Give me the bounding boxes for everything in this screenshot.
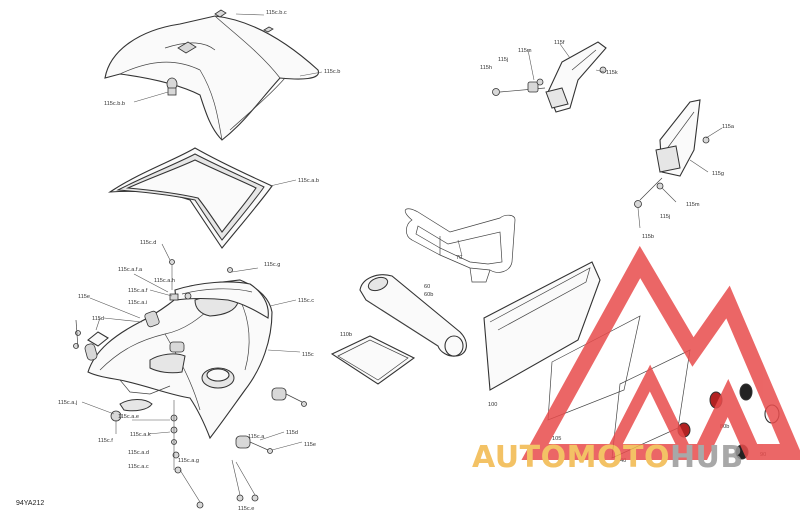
callout-label: 115c.a.f.a [118,267,143,273]
callout-label: 40 [620,458,626,464]
callout-label: 115c.b.b [104,101,125,107]
callout-label: 115m [686,202,700,208]
storage-tub-drawing [87,279,273,440]
callout-label: 115c.a.d [128,450,149,456]
callout-label: 115h [480,65,492,71]
latch-hardware-left [73,310,160,361]
lid-cover-drawing [104,9,319,141]
callout-label: 115c.a.e [118,414,139,420]
wire-rack-drawing [404,208,516,283]
callout-label: 115c [302,352,314,358]
callout-label: 80b [720,424,729,430]
automotohub-watermark: AUTOMOTOHUB [472,245,800,475]
callout-label: 115c.a.j [58,400,77,406]
callout-label: 115e [304,442,316,448]
watermark-triangle-inner [602,364,696,458]
watermark-text-primary: AUTOMOTO [472,440,670,475]
fasteners-column [169,259,259,509]
callout-label: 115f [554,40,565,46]
callout-label: 115g [712,171,724,177]
callout-label: 60b [424,292,433,298]
callout-label: 115c.b [324,69,340,75]
callout-label: 60 [424,284,430,290]
callout-label: 115c.b.c [266,10,287,16]
callout-labels: 115c.b.c 115c.b 115c.b.b 115c.a.b 115c.d… [58,10,766,512]
callout-label: 110b [340,332,352,338]
callout-label: 115a [722,124,735,130]
callout-label: 115c.c [298,298,314,304]
callout-label: 105 [552,436,561,442]
callout-label: 115m [518,48,532,54]
mounting-bracket-lower [634,99,710,208]
callout-label: 115c.a.g [178,458,199,464]
callout-label: 115j [498,57,508,63]
callout-label: 115b [642,234,654,240]
callout-label: 115c.g [264,262,280,268]
callout-label: 115c.e [238,506,254,512]
divider-panel-drawing [483,261,601,391]
callout-label: 115j [660,214,670,220]
callout-label: 115c.a.c [128,464,149,470]
callout-label: 115c.a.b [298,178,319,184]
watermark-text-secondary: HUB [670,440,744,475]
leader-lines [81,13,723,451]
latch-hardware-right [110,387,307,454]
callout-label: 115k [606,70,618,76]
tub-rim-drawing [174,281,269,319]
callout-label: 115c.d [140,240,156,246]
callout-label: 115c.f [98,438,113,444]
callout-label: 115e [78,294,90,300]
drawing-code-label: 94YA212 [16,500,44,507]
callout-label: 115d [92,316,104,322]
svg-text:AUTOMOTOHUB: AUTOMOTOHUB [472,440,744,475]
lid-seal-drawing [107,147,273,249]
callout-label: 115c.a.k [130,432,151,438]
watermark-triangle-outer [521,245,800,460]
callout-label: 115c.a [248,434,265,440]
flat-mat-drawing [330,335,416,385]
rolled-mat-drawing [359,274,467,357]
callout-label: 115d [286,430,298,436]
mounting-bracket-upper [492,41,607,113]
callout-label: 100 [488,402,497,408]
callout-label: 70 [456,255,462,261]
callout-label: 115c.a.h [154,278,175,284]
callout-label: 115c.a.f [128,288,148,294]
callout-label: 115c.a.i [128,300,147,306]
